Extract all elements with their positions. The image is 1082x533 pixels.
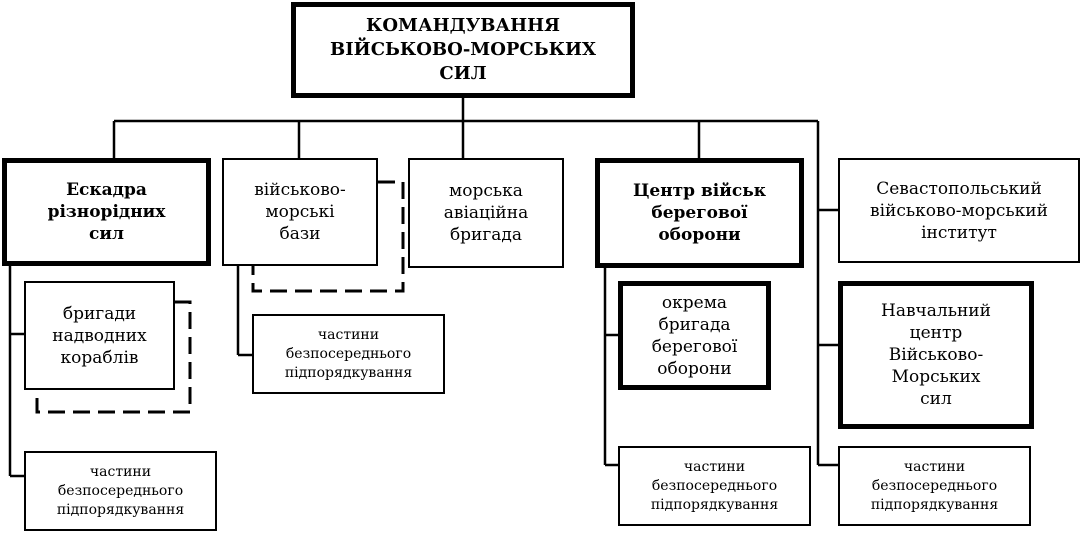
command-box: КОМАНДУВАННЯ ВІЙСЬКОВО-МОРСЬКИХ СИЛ	[291, 2, 635, 98]
coastal-defense-center-box: Центр військ берегової оборони	[595, 158, 804, 268]
direct-units-box-2: частини безпосереднього підпорядкування	[252, 314, 445, 394]
training-center-box: Навчальний центр Військово- Морських сил	[838, 281, 1034, 429]
dashed-outline-surface-brigades	[35, 300, 192, 414]
dashed-outline-bases	[251, 180, 405, 293]
aviation-brigade-box: морська авіаційна бригада	[408, 158, 564, 268]
direct-units-box-3: частини безпосереднього підпорядкування	[618, 446, 811, 526]
sevastopol-institute-box: Севастопольський військово-морський інст…	[838, 158, 1080, 263]
direct-units-box-1: частини безпосереднього підпорядкування	[24, 451, 217, 531]
coastal-defense-brigade-box: окрема бригада берегової оборони	[618, 281, 771, 390]
squadron-box: Ескадра різнорідних сил	[2, 158, 211, 266]
surface-ships-brigades-box: бригади надводних кораблів	[24, 281, 175, 390]
naval-bases-box: військово- морські бази	[222, 158, 378, 266]
direct-units-box-4: частини безпосереднього підпорядкування	[838, 446, 1031, 526]
